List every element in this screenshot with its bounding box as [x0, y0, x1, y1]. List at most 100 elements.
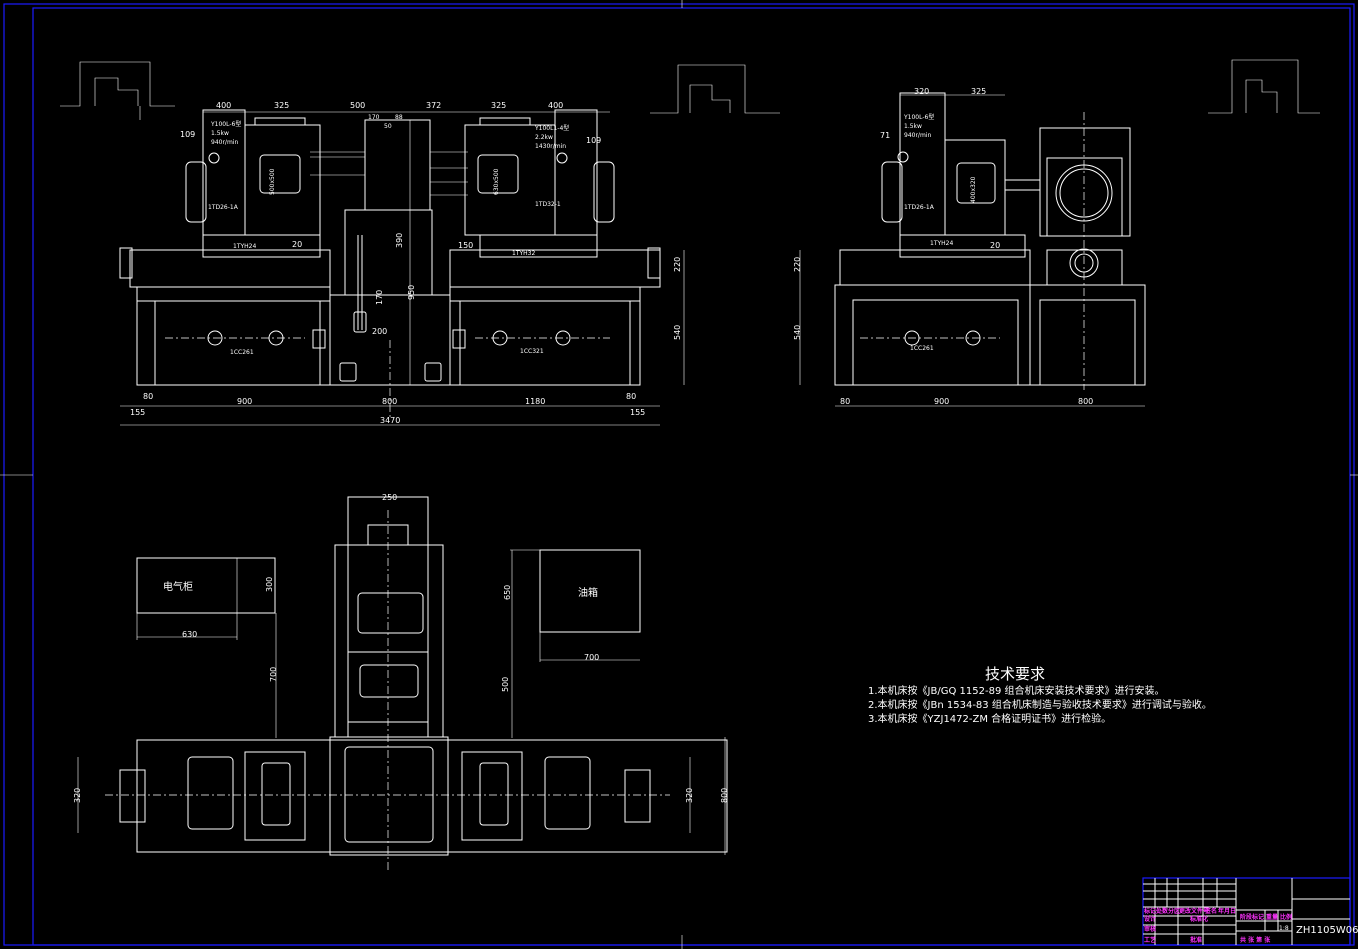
tank-label: 油箱 [578, 586, 598, 599]
electrical-cabinet: 电气柜 300 630 700 [136, 557, 278, 738]
label-plan_view-dims-d700a: 700 [269, 667, 278, 682]
label-front_view-dims-d150: 150 [458, 241, 473, 250]
technical-requirements: 技术要求 1.本机床按《JB/GQ 1152-89 组合机床安装技术要求》进行安… [868, 665, 1212, 725]
side-motor-model: Y100L-6型 [903, 113, 934, 121]
tech-requirements-title: 技术要求 [985, 665, 1045, 683]
side-box-size: 400x320 [970, 176, 977, 203]
right-base-label: 1CC321 [520, 348, 544, 355]
side-base-label: 1CC261 [910, 345, 934, 352]
label-side_view-dims-d325: 325 [971, 87, 986, 96]
label-title_block-labels-8: 审核 [1144, 925, 1156, 933]
label-title_block-labels-0: 标记 [1143, 907, 1156, 915]
label-title_block-labels-6: 设计 [1144, 915, 1156, 923]
title-block: 标记 处数 分区 更改文件号 签名 年月日 设计 标准化 审核 工艺 批准 阶段… [1142, 877, 1358, 946]
label-front_view-dims-d400a: 400 [216, 101, 231, 110]
left-box-size: 500x500 [269, 168, 276, 195]
label-front_view-dims-d325a: 325 [274, 101, 289, 110]
label-front_view-dims-d170b: 170 [375, 290, 384, 305]
label-front_view-dims-d1180: 1180 [525, 397, 545, 406]
label-title_block-labels-5: 年月日 [1218, 907, 1236, 915]
label-front_view-dims-d500: 500 [350, 101, 365, 110]
front-dimensions: 400 325 500 372 325 400 109 109 170 50 8… [120, 101, 685, 426]
center-column [310, 119, 468, 420]
label-side_view-dims-d220: 220 [793, 257, 802, 272]
label-title_block-labels-4: 签名 [1204, 907, 1217, 915]
right-motor-model: Y100L1-4型 [534, 124, 569, 132]
right-motor-speed: 1430r/min [535, 143, 566, 150]
cutting-tools [310, 151, 468, 196]
label-plan_view-dims-d800: 800 [720, 788, 729, 803]
label-title_block-labels-3: 更改文件号 [1179, 907, 1209, 915]
work-cycle-diagram-middle [650, 64, 780, 114]
right-box-size: 630x500 [493, 168, 500, 195]
scale-value: 1:8 [1279, 925, 1289, 932]
label-front_view-dims-d50: 50 [384, 123, 392, 130]
label-title_block-labels-14: 共 张 第 张 [1240, 936, 1271, 944]
oil-tank: 油箱 650 700 500 [501, 549, 641, 738]
label-title_block-labels-2: 分区 [1168, 907, 1180, 915]
right-base: 1CC321 [449, 286, 641, 386]
label-front_view-dims-d170a: 170 [368, 114, 380, 121]
left-motor-model: Y100L-6型 [210, 120, 241, 128]
left-base-label: 1CC261 [230, 349, 254, 356]
label-front_view-dims-d109a: 109 [180, 130, 195, 139]
label-title_block-labels-13: 比例 [1280, 913, 1292, 921]
label-front_view-dims-d20: 20 [292, 240, 302, 249]
label-side_view-dims-d80: 80 [840, 397, 850, 406]
label-title_block-labels-9: 工艺 [1144, 936, 1156, 944]
label-front_view-dims-d372: 372 [426, 101, 441, 110]
left-power-head: 1TYH24 500x500 Y100L-6型 1.5kw 940r/min 1… [119, 109, 331, 288]
right-power-head: 1TYH32 630x500 Y100L1-4型 2.2kw 1430r/min… [449, 109, 661, 288]
label-side_view-dims-d320: 320 [914, 87, 929, 96]
side-head-label: 1TD26-1A [904, 204, 935, 211]
label-plan_view-dims-d650: 650 [503, 585, 512, 600]
plan-view: 电气柜 300 630 700 油箱 650 700 500 250 [73, 493, 729, 870]
label-front_view-dims-d155a: 155 [130, 408, 145, 417]
work-cycle-diagram-right [1208, 59, 1320, 114]
label-front_view-dims-d950: 950 [407, 285, 416, 300]
cabinet-label: 电气柜 [163, 580, 193, 593]
label-front_view-dims-d800: 800 [382, 397, 397, 406]
label-front_view-dims-d80b: 80 [626, 392, 636, 401]
side-dimensions: 320 325 71 20 220 540 80 900 800 [793, 87, 1145, 407]
spindle-box-end [1004, 112, 1131, 390]
side-motor-speed: 940r/min [904, 132, 931, 139]
tech-requirement-item: 1.本机床按《JB/GQ 1152-89 组合机床安装技术要求》进行安装。 [868, 684, 1164, 697]
horizontal-heads-plan: 320 320 800 [73, 736, 729, 856]
label-front_view-dims-d900: 900 [237, 397, 252, 406]
tech-requirement-item: 3.本机床按《YZJ1472-ZM 合格证明证书》进行检验。 [868, 712, 1111, 725]
label-title_block-labels-7: 标准化 [1189, 915, 1208, 923]
label-front_view-dims-d400b: 400 [548, 101, 563, 110]
side-view: 1TYH24 400x320 Y100L-6型 1.5kw 940r/min 1… [650, 59, 1320, 407]
drawing-number: ZH1105W06-0 [1296, 925, 1358, 936]
label-side_view-dims-d800: 800 [1078, 397, 1093, 406]
vertical-head-plan: 250 [334, 493, 444, 870]
side-slide-label: 1TYH24 [930, 240, 953, 247]
label-front_view-dims-d155b: 155 [630, 408, 645, 417]
right-slide-label: 1TYH32 [512, 250, 535, 257]
label-title_block-labels-11: 阶段标记 [1240, 913, 1264, 921]
label-title_block-labels-10: 批准 [1190, 936, 1202, 944]
label-title_block-labels-1: 处数 [1155, 907, 1169, 915]
side-motor-power: 1.5kw [904, 123, 922, 130]
tech-requirement-item: 2.本机床按《JBn 1534-83 组合机床制造与验收技术要求》进行调试与验收… [868, 698, 1212, 711]
label-front_view-dims-d80a: 80 [143, 392, 153, 401]
label-plan_view-dims-d250: 250 [382, 493, 397, 502]
right-motor-power: 2.2kw [535, 134, 553, 141]
label-front_view-dims-d390: 390 [395, 233, 404, 248]
label-title_block-labels-12: 重量 [1266, 913, 1278, 921]
label-front_view-dims-d220: 220 [673, 257, 682, 272]
label-front_view-dims-d88: 88 [395, 114, 403, 121]
left-motor-speed: 940r/min [211, 139, 238, 146]
label-plan_view-dims-d300: 300 [265, 577, 274, 592]
front-view: 1CC261 1CC321 [60, 61, 685, 426]
label-side_view-dims-d20: 20 [990, 241, 1000, 250]
label-plan_view-dims-d320b: 320 [685, 788, 694, 803]
label-side_view-dims-d71: 71 [880, 131, 890, 140]
label-plan_view-dims-d630: 630 [182, 630, 197, 639]
work-cycle-diagram-left [60, 61, 175, 120]
left-motor-power: 1.5kw [211, 130, 229, 137]
left-base: 1CC261 [136, 286, 331, 386]
